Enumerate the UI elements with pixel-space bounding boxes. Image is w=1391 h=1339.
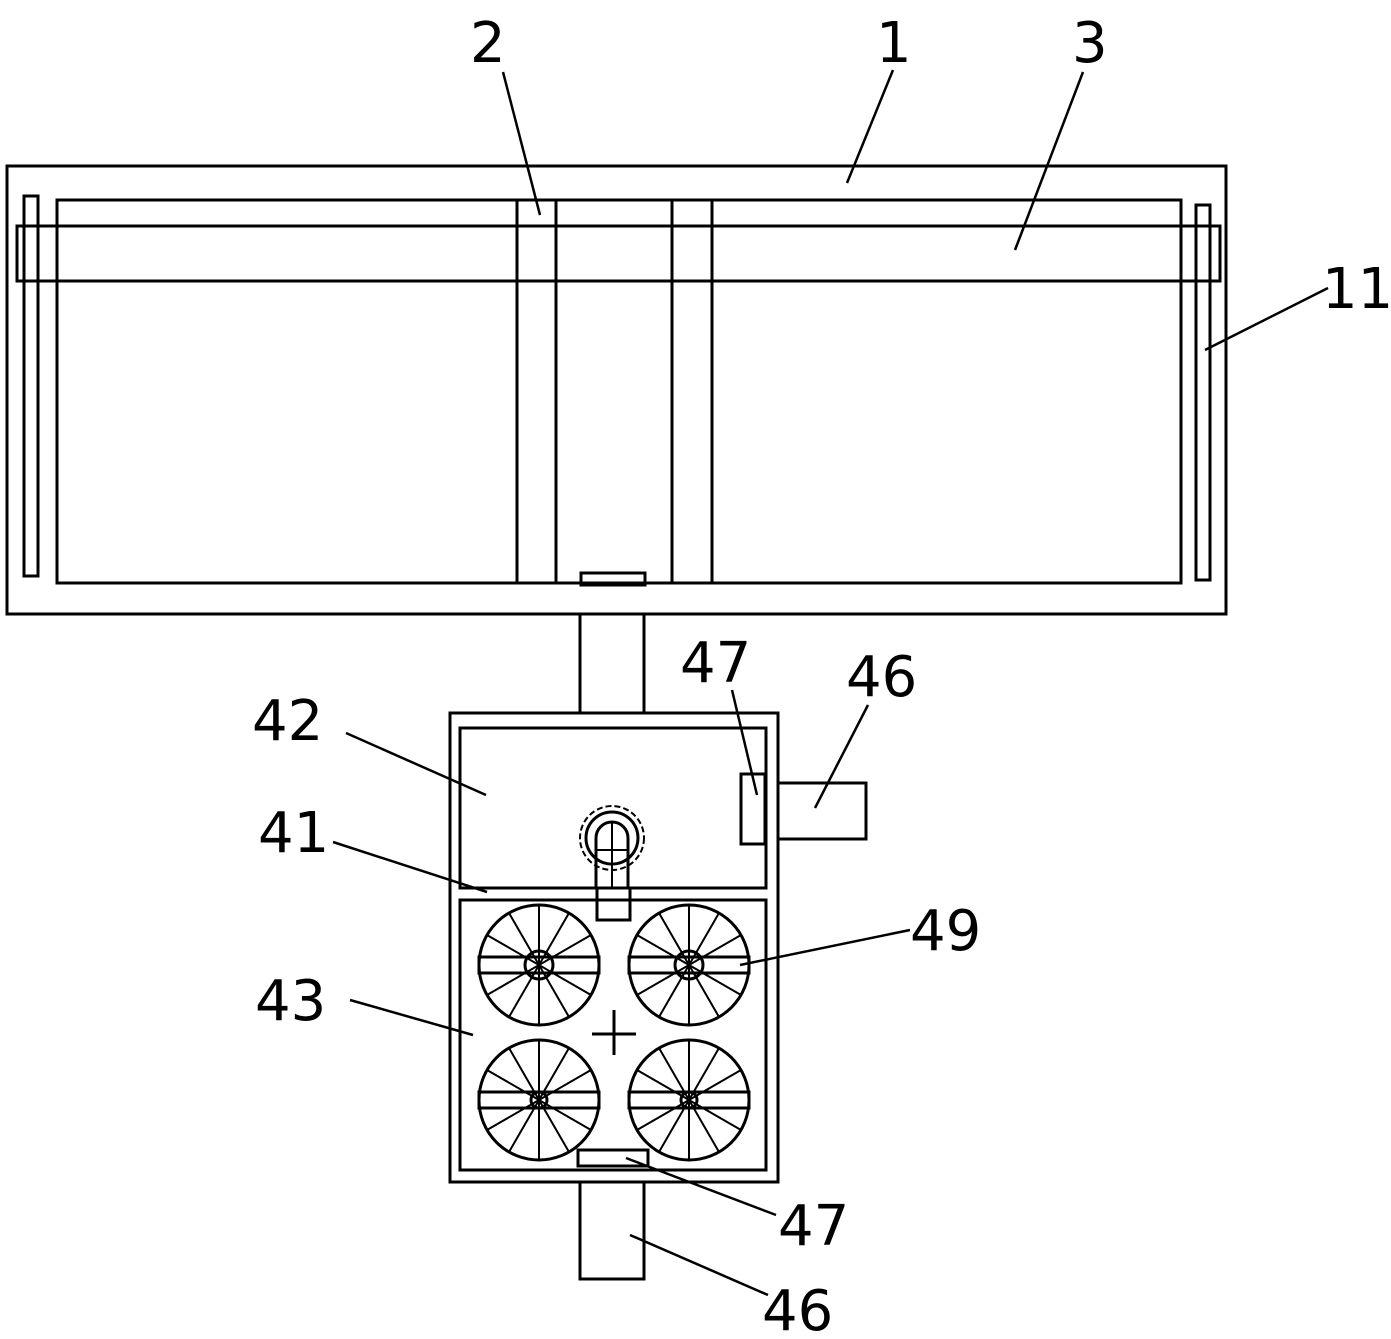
upper-column — [578, 612, 646, 715]
sliding-beam — [15, 224, 1222, 283]
label-46-bottom: 46 — [762, 1279, 833, 1339]
center-cross — [592, 1010, 636, 1055]
label-2: 2 — [470, 11, 506, 76]
outer-frame — [5, 164, 1228, 616]
lower-column — [578, 1180, 646, 1281]
label-42: 42 — [252, 689, 323, 754]
bottom-tray — [576, 1148, 650, 1168]
wheel-bottom-right — [627, 1038, 751, 1162]
device-box — [448, 711, 780, 1184]
switch-block — [739, 772, 767, 846]
label-43: 43 — [255, 969, 326, 1034]
label-41: 41 — [258, 801, 329, 866]
label-47-top: 47 — [680, 631, 751, 696]
part-labels: 1 2 3 11 47 46 42 41 49 43 47 46 — [252, 11, 1391, 1339]
wheel-top-right — [627, 903, 751, 1027]
label-47-bottom: 47 — [778, 1194, 849, 1259]
wheel-bottom-left — [477, 1038, 601, 1162]
frame-bottom-block — [579, 571, 647, 587]
leader-lines — [332, 69, 1329, 1297]
guide-posts — [515, 200, 714, 583]
gear-assembly — [579, 805, 645, 922]
label-49: 49 — [910, 899, 981, 964]
label-3: 3 — [1072, 11, 1108, 76]
label-11: 11 — [1322, 257, 1391, 322]
label-46-top: 46 — [846, 645, 917, 710]
label-1: 1 — [876, 11, 912, 76]
side-rails — [22, 194, 1212, 582]
wheel-top-left — [477, 903, 601, 1027]
side-block — [776, 781, 868, 841]
